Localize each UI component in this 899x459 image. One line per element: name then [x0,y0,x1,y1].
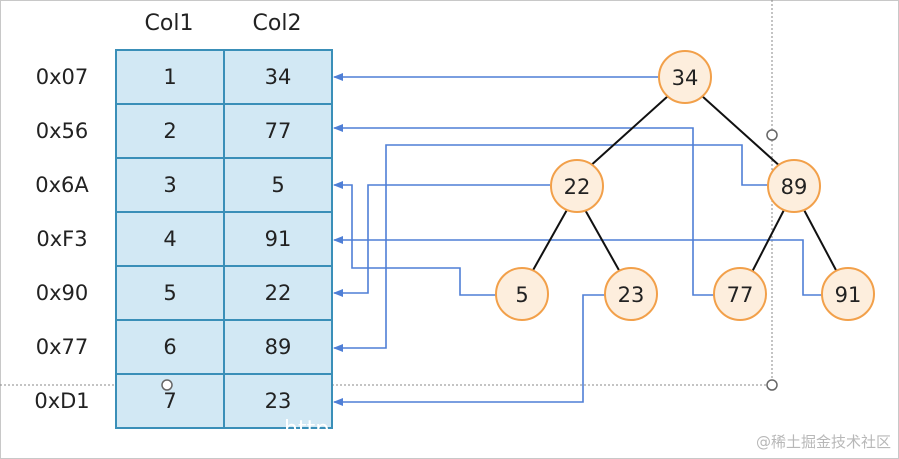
cell-col2-row7 [223,373,333,429]
cell-col1-row5 [115,265,225,321]
tree-nodes [495,50,875,321]
row-address-7: 0xD1 [34,389,89,413]
pointer-arrow-89 [333,144,770,352]
selection-handle-top-right[interactable] [766,129,778,141]
watermark-text: @稀土掘金技术社区 [756,433,891,451]
tree-node-89 [767,159,821,213]
tree-node-91 [821,267,875,321]
cell-col2-row4 [223,211,333,267]
tree-node-label-77: 77 [727,283,754,307]
cell-col1-value-1: 1 [163,65,176,89]
row-address-5: 0x90 [36,281,89,305]
tree-node-22 [550,159,604,213]
overlay-http-text: http [284,417,329,442]
cell-col2-value-4: 91 [265,227,292,251]
edge-22-5 [531,207,569,273]
tree-node-34 [658,50,712,104]
edge-34-89 [701,95,783,169]
edge-89-77 [751,207,786,273]
tree-node-5 [495,267,549,321]
cell-col2-value-2: 77 [265,119,292,143]
tree-node-label-22: 22 [564,175,591,199]
edge-34-22 [587,95,669,169]
cell-col1-value-2: 2 [163,119,176,143]
edge-22-23 [583,207,621,273]
cell-col1-value-7: 7 [163,389,176,413]
tree-node-label-5: 5 [515,283,528,307]
cell-col2-value-3: 5 [271,173,284,197]
cell-col1-row1 [115,49,225,105]
cell-col2-row5 [223,265,333,321]
cell-col2-value-5: 22 [265,281,292,305]
cell-col1-value-6: 6 [163,335,176,359]
col2-header: Col2 [253,11,302,36]
cell-col2-value-7: 23 [265,389,292,413]
row-address-1: 0x07 [36,65,89,89]
tree-node-label-34: 34 [672,66,699,90]
row-address-3: 0x6A [35,173,89,197]
cell-col2-row1 [223,49,333,105]
pointer-arrow-22 [333,184,550,297]
row-address-4: 0xF3 [36,227,87,251]
tree-node-label-89: 89 [781,175,808,199]
cell-col2-value-6: 89 [265,335,292,359]
tree-edges [531,95,838,273]
cell-col1-row2 [115,103,225,159]
cell-col1-value-4: 4 [163,227,176,251]
pointer-arrow-77 [333,124,715,296]
edge-89-91 [802,207,838,273]
pointer-arrow-91 [333,236,824,296]
cell-col2-value-1: 34 [265,65,292,89]
row-address-2: 0x56 [36,119,89,143]
selection-handle-bottom-left[interactable] [161,379,173,391]
pointer-arrow-5 [333,181,497,296]
pointer-arrows [333,73,824,406]
table-cells [115,49,333,429]
pointer-arrow-23 [333,294,605,406]
tree-node-23 [604,267,658,321]
tree-node-label-91: 91 [835,283,862,307]
selection-handle-bottom-right[interactable] [766,379,778,391]
tree-node-77 [713,267,767,321]
col1-header: Col1 [145,11,194,36]
cell-col1-value-3: 3 [163,173,176,197]
cell-col1-value-5: 5 [163,281,176,305]
cell-col2-row6 [223,319,333,375]
tree-node-label-23: 23 [618,283,645,307]
row-address-6: 0x77 [36,335,89,359]
